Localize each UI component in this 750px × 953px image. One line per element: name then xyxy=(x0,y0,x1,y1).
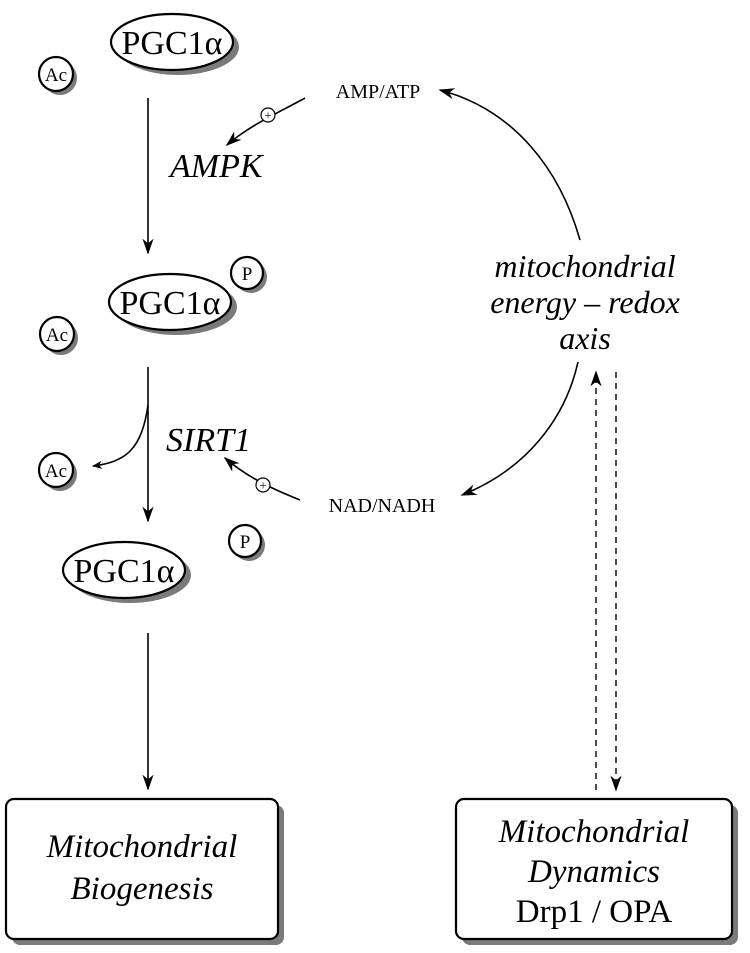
svg-text:+: + xyxy=(264,108,271,123)
dynamics-proteins: Drp1 / OPA xyxy=(516,894,673,930)
mitochondrial-biogenesis-box: Mitochondrial Biogenesis xyxy=(4,797,284,945)
biogenesis-line-2: Biogenesis xyxy=(71,871,214,907)
pgc1a-phosphorylated-node: PGC1α xyxy=(61,540,191,603)
nad-nadh-label: NAD/NADH xyxy=(329,495,436,517)
arrow-axis-to-amp-atp xyxy=(438,88,581,241)
acetyl-label: Ac xyxy=(45,65,67,86)
pgc1a-label: PGC1α xyxy=(122,25,223,62)
activation-plus-sign: + xyxy=(255,477,271,493)
acetyl-badge: Ac xyxy=(38,315,78,355)
dynamics-line-1: Mitochondrial xyxy=(498,814,690,850)
pgc1a-label: PGC1α xyxy=(74,553,175,590)
acetyl-label: Ac xyxy=(46,325,68,346)
acetyl-label: Ac xyxy=(45,461,67,482)
pgc1a-label: PGC1α xyxy=(120,285,221,322)
sirt1-label: SIRT1 xyxy=(166,422,251,459)
axis-line-1: mitochondrial xyxy=(494,248,675,284)
pgc1a-acetylated-node: PGC1α xyxy=(109,12,239,75)
svg-text:+: + xyxy=(259,478,266,493)
released-acetyl-badge: Ac xyxy=(37,451,77,491)
deacetylation-arrow xyxy=(92,404,149,469)
phosphate-badge: P xyxy=(227,523,265,561)
phosphate-label: P xyxy=(240,532,251,553)
biogenesis-line-1: Mitochondrial xyxy=(46,829,238,865)
mitochondrial-dynamics-box: Mitochondrial Dynamics Drp1 / OPA xyxy=(454,797,738,945)
axis-line-2: energy – redox xyxy=(490,284,680,320)
activation-plus-sign: + xyxy=(260,107,276,123)
phosphate-label: P xyxy=(242,264,253,285)
phosphate-badge: P xyxy=(229,255,267,293)
amp-atp-label: AMP/ATP xyxy=(336,81,420,103)
arrow-axis-to-nad-nadh xyxy=(460,361,579,496)
axis-line-3: axis xyxy=(559,320,611,356)
ampk-label: AMPK xyxy=(168,148,265,185)
pgc1a-acetylated-phosphorylated-node: PGC1α xyxy=(107,272,237,335)
dynamics-line-2: Dynamics xyxy=(527,854,660,890)
acetyl-badge: Ac xyxy=(37,55,77,95)
